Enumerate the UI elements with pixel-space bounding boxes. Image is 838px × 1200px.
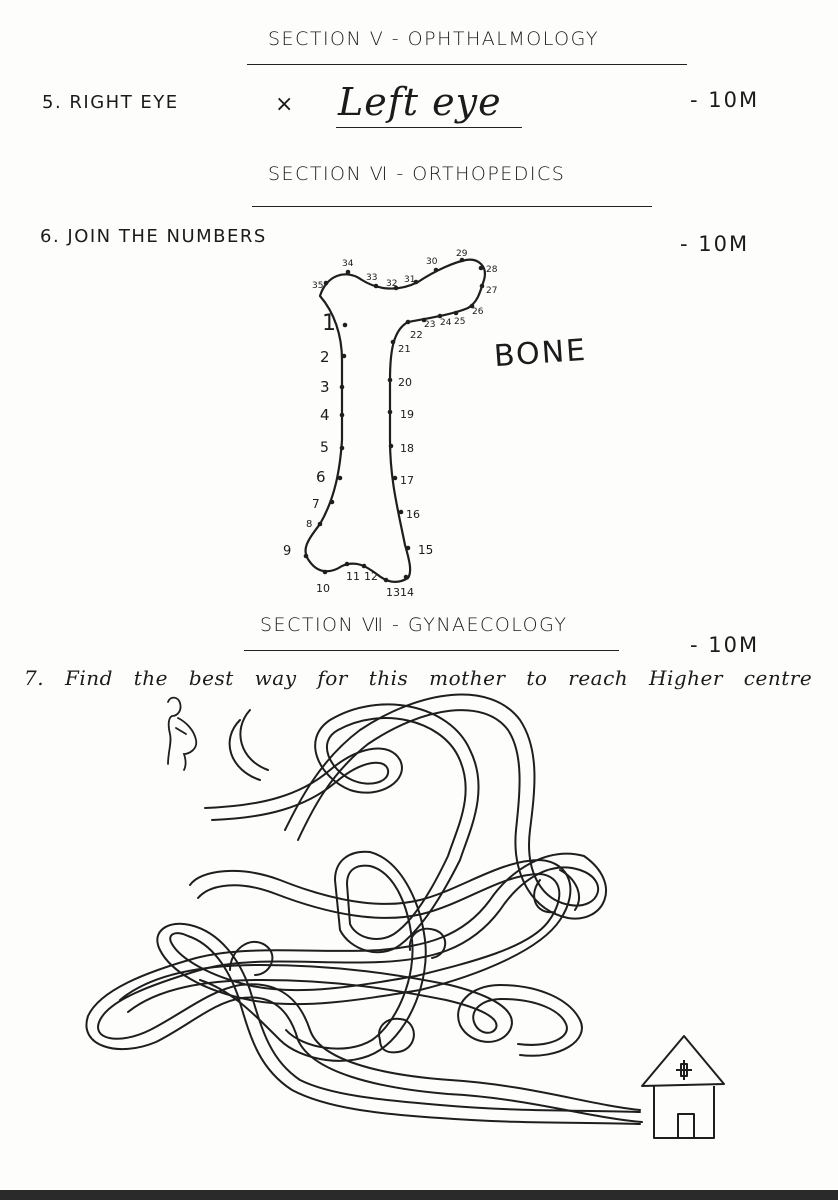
bone-dot-number-2: 2 bbox=[320, 348, 330, 366]
bone-dot-number-15: 15 bbox=[418, 543, 433, 557]
maze-roads bbox=[85, 693, 643, 1125]
bone-dot-number-33: 33 bbox=[366, 273, 377, 283]
bone-dot-number-6: 6 bbox=[316, 468, 326, 486]
bone-dot-number-25: 25 bbox=[454, 317, 465, 327]
bone-dot-number-31: 31 bbox=[404, 275, 415, 285]
bone-dot-number-24: 24 bbox=[440, 318, 452, 328]
question-7-text: 7. Find the best way for this mother to … bbox=[24, 666, 813, 690]
section-6-heading-underline bbox=[252, 206, 652, 207]
bone-dot-number-30: 30 bbox=[426, 257, 438, 267]
bone-dots bbox=[303, 257, 485, 583]
bone-dot-number-3: 3 bbox=[320, 378, 330, 396]
bone-dot-number-34: 34 bbox=[342, 259, 354, 269]
question-6-text: 6. JOIN THE NUMBERS bbox=[40, 226, 267, 247]
bone-dot-number-5: 5 bbox=[320, 440, 329, 456]
bone-dot-number-21: 21 bbox=[398, 344, 411, 355]
question-5-text: 5. RIGHT EYE bbox=[42, 92, 179, 113]
bone-dot-number-8: 8 bbox=[306, 519, 312, 530]
bone-dot-number-29: 29 bbox=[456, 249, 468, 259]
section-6-heading: SECTION Ⅵ - ORTHOPEDICS bbox=[268, 163, 566, 185]
bone-dot-number-7: 7 bbox=[312, 497, 320, 511]
bone-dot-number-16: 16 bbox=[406, 508, 420, 521]
bone-dot-number-28: 28 bbox=[486, 265, 498, 275]
bone-dot-number-32: 32 bbox=[386, 279, 397, 289]
bone-dot-number-9: 9 bbox=[283, 544, 291, 559]
question-5-cross-mark: × bbox=[275, 92, 295, 117]
section-5-heading-underline bbox=[247, 64, 687, 65]
bone-dot-number-27: 27 bbox=[486, 286, 497, 296]
pregnant-mother-icon bbox=[167, 696, 198, 771]
bone-dot-number-13: 13 bbox=[386, 586, 400, 599]
bone-dot-number-35: 35 bbox=[312, 281, 323, 291]
bone-dot-number-22: 22 bbox=[410, 330, 423, 341]
bone-dot-number-19: 19 bbox=[400, 408, 414, 421]
question-5-marks: - 10M bbox=[690, 88, 760, 112]
bone-dot-number-11: 11 bbox=[346, 570, 360, 583]
bone-dot-to-dot-figure bbox=[304, 258, 486, 583]
bone-dot-number-1: 1 bbox=[322, 311, 336, 336]
bone-dot-number-23: 23 bbox=[424, 320, 435, 330]
bone-dot-number-26: 26 bbox=[472, 307, 484, 317]
bone-dot-number-10: 10 bbox=[316, 582, 330, 595]
bone-dot-number-18: 18 bbox=[400, 442, 414, 455]
bone-dot-number-20: 20 bbox=[398, 376, 412, 389]
hospital-icon bbox=[641, 1035, 725, 1139]
question-5-answer: Left eye bbox=[338, 80, 502, 124]
section-7-heading: SECTION Ⅶ - GYNAECOLOGY bbox=[260, 614, 568, 636]
question-7-marks: - 10M bbox=[690, 633, 760, 657]
question-6-marks: - 10M bbox=[680, 232, 750, 256]
question-5-answer-underline bbox=[336, 127, 522, 128]
bone-dot-number-14: 14 bbox=[400, 586, 414, 599]
bone-dot-number-12: 12 bbox=[364, 570, 378, 583]
bone-dot-number-17: 17 bbox=[400, 474, 414, 487]
bone-dot-number-4: 4 bbox=[320, 406, 330, 424]
section-5-heading: SECTION Ⅴ - OPHTHALMOLOGY bbox=[268, 28, 599, 50]
section-7-heading-underline bbox=[244, 650, 619, 651]
